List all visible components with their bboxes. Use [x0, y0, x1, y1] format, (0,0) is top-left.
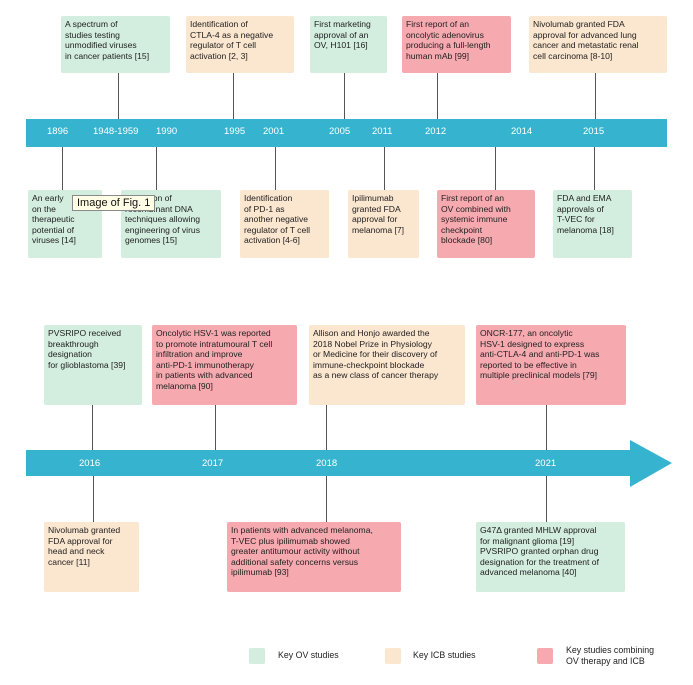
connector-line: [62, 147, 63, 190]
connector-line: [326, 476, 327, 522]
event-box: Ipilimumab granted FDA approval for mela…: [348, 190, 419, 258]
legend-swatch: [249, 648, 265, 664]
year-label: 2011: [372, 126, 393, 137]
image-tooltip: Image of Fig. 1: [72, 195, 156, 211]
legend-label: Key OV studies: [278, 650, 339, 660]
connector-line: [437, 73, 438, 119]
connector-line: [233, 73, 234, 119]
year-label: 1896: [47, 126, 69, 137]
year-label: 2005: [329, 126, 351, 137]
year-label: 1990: [156, 126, 178, 137]
event-box: First report of an OV combined with syst…: [437, 190, 535, 258]
connector-line: [594, 147, 595, 190]
connector-line: [326, 405, 327, 450]
year-label: 2016: [79, 458, 101, 469]
event-box: Nivolumab granted FDA approval for head …: [44, 522, 139, 592]
connector-line: [118, 73, 119, 119]
year-label: 2018: [316, 458, 338, 469]
year-label: 2014: [511, 126, 533, 137]
connector-line: [93, 476, 94, 522]
event-box: Identification of PD-1 as another negati…: [240, 190, 329, 258]
event-box: PVSRIPO received breakthrough designatio…: [44, 325, 142, 405]
connector-line: [92, 405, 93, 450]
connector-line: [546, 405, 547, 450]
event-box: Allison and Honjo awarded the 2018 Nobel…: [309, 325, 465, 405]
year-label: 2017: [202, 458, 224, 469]
year-label: 1948-1959: [93, 126, 139, 137]
event-box: Nivolumab granted FDA approval for advan…: [529, 16, 667, 73]
year-label: 1995: [224, 126, 246, 137]
event-box: Oncolytic HSV-1 was reported to promote …: [152, 325, 297, 405]
connector-line: [275, 147, 276, 190]
connector-line: [156, 147, 157, 190]
year-label: 2021: [535, 458, 557, 469]
legend-label: Key studies combining OV therapy and ICB: [566, 645, 655, 666]
connector-line: [215, 405, 216, 450]
event-box: G47Δ granted MHLW approval for malignant…: [476, 522, 625, 592]
event-box: A spectrum of studies testing unmodified…: [61, 16, 170, 73]
connector-line: [384, 147, 385, 190]
legend-label: Key ICB studies: [413, 650, 476, 660]
event-box: In patients with advanced melanoma, T-VE…: [227, 522, 401, 592]
year-label: 2015: [583, 126, 605, 137]
timeline-bar-1: [26, 119, 667, 147]
connector-line: [344, 73, 345, 119]
legend-swatch: [385, 648, 401, 664]
connector-line: [546, 476, 547, 522]
connector-line: [495, 147, 496, 190]
event-box: First report of an oncolytic adenovirus …: [402, 16, 511, 73]
event-box: First marketing approval of an OV, H101 …: [310, 16, 387, 73]
timeline-arrow-shape: [26, 440, 672, 487]
year-label: 2012: [425, 126, 447, 137]
event-box: FDA and EMA approvals of T-VEC for melan…: [553, 190, 632, 258]
connector-line: [595, 73, 596, 119]
year-label: 2001: [263, 126, 285, 137]
event-box: Identification of CTLA-4 as a negative r…: [186, 16, 294, 73]
legend-swatch: [537, 648, 553, 664]
event-box: ONCR-177, an oncolytic HSV-1 designed to…: [476, 325, 626, 405]
